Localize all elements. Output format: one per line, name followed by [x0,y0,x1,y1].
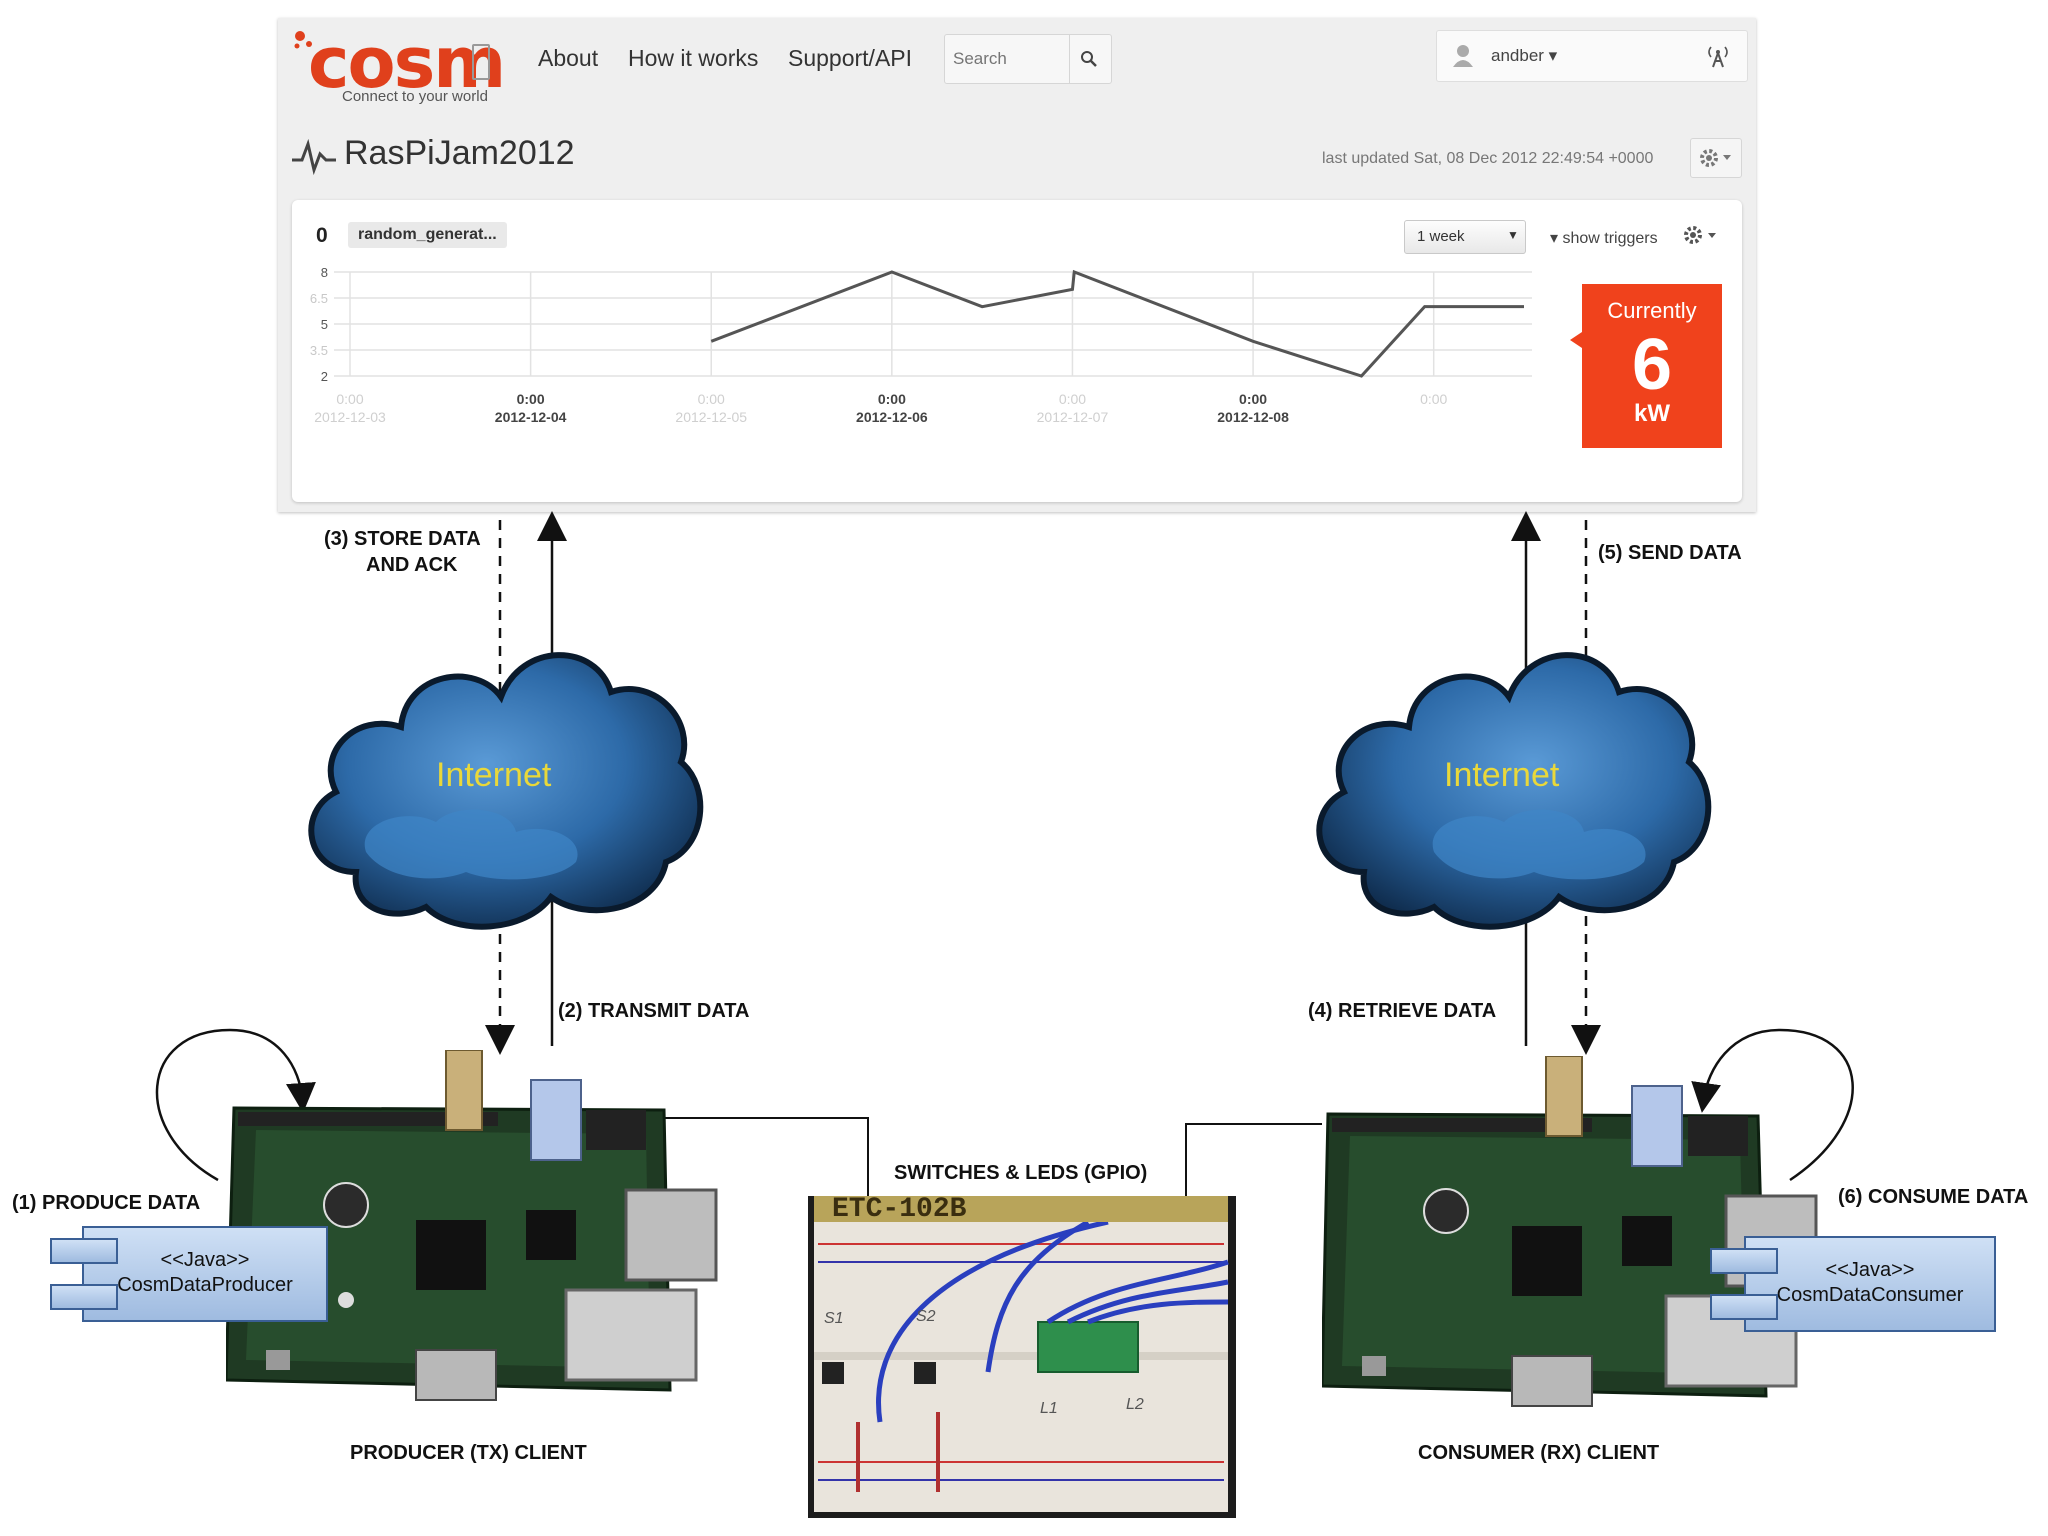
search-icon[interactable] [1079,49,1099,69]
retrieve-data-label: (4) RETRIEVE DATA [1308,1000,1497,1022]
internet-cloud-left [308,652,704,930]
feed-title: RasPiJam2012 [344,134,575,172]
nav-support-api[interactable]: Support/API [788,45,913,71]
x-tick-time: 0:00 [1059,391,1086,407]
producer-board-image [224,1049,718,1401]
cosm-dashboard: cosm Connect to your world About How it … [278,18,1756,512]
x-tick-date: 2012-12-07 [1037,409,1109,425]
range-select[interactable]: 1 week ▼ [1404,220,1526,254]
feed-settings-button[interactable] [1690,138,1742,178]
consume-data-label: (6) CONSUME DATA [1838,1186,2029,1208]
x-tick-date: 2012-12-04 [495,409,567,425]
produce-loop-arrow [155,1028,316,1182]
x-tick-date: 2012-12-06 [856,409,928,425]
search-input[interactable] [951,43,1065,75]
consumer-port-bottom [1710,1294,1778,1320]
store-ack-label: AND ACK [366,554,458,576]
x-tick-time: 0:00 [698,391,725,407]
producer-class-name: CosmDataProducer [117,1274,293,1296]
y-tick-label: 8 [321,265,328,280]
datastream-gear-icon[interactable] [1682,224,1722,248]
gpio-wire-left [640,1117,869,1200]
user-menu[interactable]: andber ▾ [1436,30,1748,82]
gear-icon [1700,149,1731,167]
pulse-icon [292,138,336,176]
nav-about[interactable]: About [538,45,599,71]
gpio-wire-right [1185,1123,1322,1200]
consumer-stereotype: <<Java>> [1825,1259,1915,1281]
internet-cloud-right [1316,652,1712,930]
producer-port-top [50,1238,118,1264]
x-tick-time: 0:00 [1420,391,1447,407]
logo-tagline: Connect to your world [342,88,488,105]
led-2-label: L2 [1126,1396,1144,1413]
logo-spark-icon [294,31,312,49]
cosm-logo[interactable]: cosm Connect to your world [292,24,506,114]
y-tick-label: 3.5 [310,343,328,358]
led-1-label: L1 [1040,1400,1058,1417]
x-tick-time: 0:00 [878,391,906,407]
antenna-icon[interactable] [1705,43,1731,69]
produce-data-label: (1) PRODUCE DATA [12,1192,201,1214]
send-data-label: (5) SEND DATA [1598,542,1742,564]
consumer-client-label: CONSUMER (RX) CLIENT [1418,1442,1660,1464]
producer-component: <<Java>> CosmDataProducer [82,1226,328,1322]
breadboard-label-strip: ETC-102B [814,1196,1228,1225]
producer-port-bottom [50,1284,118,1310]
nav-how-it-works[interactable]: How it works [628,45,759,71]
consume-loop-arrow [1691,1028,1854,1182]
producer-stereotype: <<Java>> [160,1249,250,1271]
series-line [710,269,1524,378]
last-updated: last updated Sat, 08 Dec 2012 22:49:54 +… [1322,150,1654,167]
x-tick-time: 0:00 [336,391,363,407]
search-divider [1069,35,1070,83]
switch-1-label: S1 [824,1310,844,1327]
current-value: 6 [1631,325,1673,405]
producer-raspberry-pi [224,1049,726,1410]
y-tick-label: 2 [321,369,328,384]
consumer-raspberry-pi [1320,1055,1822,1416]
x-tick-date: 2012-12-08 [1217,409,1289,425]
datastream-tag[interactable]: random_generat... [348,222,507,248]
current-value-box: Currently 6 kW [1570,284,1722,448]
datastream-id: 0 [316,224,328,247]
y-tick-label: 6.5 [310,291,328,306]
switch-2-label: S2 [916,1308,936,1325]
cloud-label-left: Internet [436,756,552,794]
x-tick-time: 0:00 [1239,391,1267,407]
current-label: Currently [1607,298,1697,323]
consumer-port-top [1710,1248,1778,1274]
current-unit: kW [1634,400,1670,427]
search-box[interactable] [944,34,1112,84]
datastream-card: 0 random_generat... 1 week ▼ ▾ show trig… [292,200,1742,502]
username[interactable]: andber ▾ [1491,46,1558,65]
show-triggers-toggle[interactable]: ▾ show triggers [1550,230,1658,247]
transmit-data-label: (2) TRANSMIT DATA [558,1000,750,1022]
breadboard-image [814,1222,1229,1512]
logo-battery-icon [472,44,490,80]
breadboard-photo: ETC-102B S1 S2 L1 L2 [808,1196,1236,1518]
consumer-component: <<Java>> CosmDataConsumer [1744,1236,1996,1332]
gpio-label: SWITCHES & LEDS (GPIO) [894,1162,1148,1184]
cloud-label-right: Internet [1444,756,1560,794]
x-tick-date: 2012-12-05 [675,409,747,425]
current-pointer [1570,332,1582,348]
consumer-board-image [1320,1055,1818,1407]
x-tick-time: 0:00 [517,391,545,407]
user-avatar-icon [1453,45,1473,67]
y-tick-label: 5 [321,317,328,332]
chevron-down-icon: ▼ [1507,228,1519,242]
store-data-label: (3) STORE DATA [324,528,481,550]
range-value: 1 week [1417,228,1465,245]
breadboard-print: ETC-102B [832,1196,967,1225]
line-chart: 8 6.5 5 3.5 2 0:00 2012-12-03 0:00 2012-12-04 0:0… [310,265,1532,425]
producer-client-label: PRODUCER (TX) CLIENT [350,1442,587,1464]
consumer-class-name: CosmDataConsumer [1776,1284,1964,1306]
x-tick-date: 2012-12-03 [314,409,386,425]
